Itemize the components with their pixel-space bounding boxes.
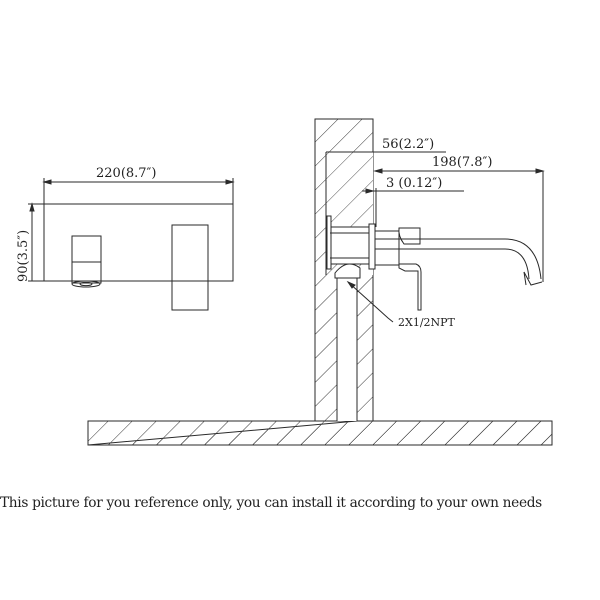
height-dimension-label: 90(3.5″): [16, 230, 31, 282]
side-view: 56(2.2″) 198(7.8″) 3 (0.12″) 2X1/2NPT: [87, 118, 553, 446]
wall-plate: [43, 203, 234, 282]
gap-dimension-label: 3 (0.12″): [386, 176, 442, 191]
side-dimensions: 56(2.2″) 198(7.8″) 3 (0.12″) 2X1/2NPT: [326, 137, 545, 329]
npt-connection-label: 2X1/2NPT: [398, 316, 456, 329]
front-view: 220(8.7″) 90(3.5″): [16, 166, 235, 311]
spout-front: [71, 235, 102, 288]
pipe-channel: [337, 275, 357, 421]
npt-leader-line: [347, 281, 394, 323]
width-dimension-label: 220(8.7″): [96, 166, 157, 181]
handle-front: [171, 224, 209, 311]
handle-side: [374, 227, 422, 311]
valve-body: [326, 215, 376, 279]
width-dimension: 220(8.7″): [42, 166, 235, 204]
spout-reach-dimension-label: 198(7.8″): [432, 155, 493, 170]
depth-dimension-label: 56(2.2″): [382, 137, 434, 152]
height-dimension: 90(3.5″): [16, 202, 44, 282]
spout-side: [375, 238, 543, 286]
installation-note-caption: This picture for you reference only, you…: [0, 495, 542, 511]
